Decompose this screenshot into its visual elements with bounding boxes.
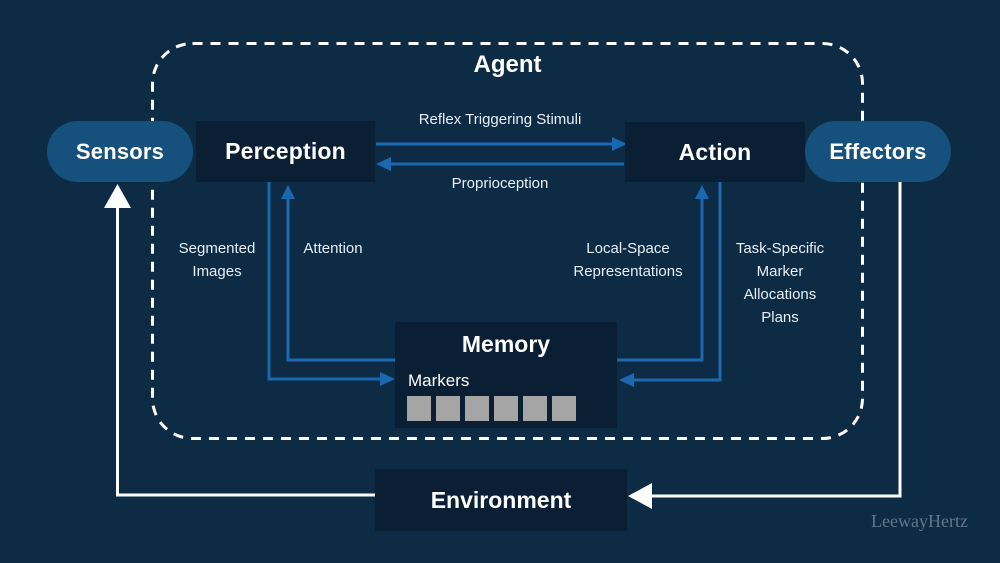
flow-line-attention	[281, 185, 395, 362]
marker-row	[407, 396, 576, 421]
label-local-space: Local-Space Representations	[573, 240, 683, 280]
flow-line-task-specific	[619, 182, 722, 387]
label-attention: Attention	[303, 240, 363, 257]
flow-line-local-space	[616, 185, 709, 362]
label-task-specific: Task-Specific Marker Allocations Plans	[735, 240, 825, 326]
arrowhead-up-sensors	[104, 184, 131, 208]
marker-square	[552, 396, 576, 421]
flow-line-effectors-to-environment	[628, 182, 902, 509]
marker-square	[407, 396, 431, 421]
arrowhead-left-memory	[619, 373, 634, 387]
agent-boundary-dashed	[151, 42, 864, 440]
arrowhead-up-perception	[281, 185, 295, 199]
flow-line-segmented-images	[267, 182, 395, 386]
arrowhead-left-perception	[376, 157, 391, 171]
arrowhead-up-action	[695, 185, 709, 199]
arrowhead-right-memory	[380, 372, 395, 386]
label-segmented-images: Segmented Images	[178, 240, 256, 280]
flow-line-proprioception	[376, 157, 624, 171]
label-reflex: Reflex Triggering Stimuli	[418, 111, 582, 128]
marker-square	[523, 396, 547, 421]
flow-line-environment-to-sensors	[104, 184, 375, 497]
arrowhead-left-environment	[628, 483, 652, 509]
agent-title: Agent	[473, 51, 542, 78]
marker-square	[465, 396, 489, 421]
marker-square	[494, 396, 518, 421]
watermark-leewayhertz: LeewayHertz	[871, 511, 968, 531]
marker-square	[436, 396, 460, 421]
node-perception: Perception	[196, 121, 375, 182]
node-environment: Environment	[375, 469, 627, 531]
node-memory: Memory Markers	[395, 322, 617, 428]
node-action: Action	[625, 122, 805, 182]
node-effectors: Effectors	[805, 121, 951, 182]
markers-label: Markers	[408, 371, 470, 390]
label-proprioception: Proprioception	[451, 175, 549, 192]
flow-line-reflex	[376, 137, 627, 151]
node-sensors: Sensors	[47, 121, 193, 182]
memory-title: Memory	[461, 331, 551, 357]
arrowhead-right-action	[612, 137, 627, 151]
